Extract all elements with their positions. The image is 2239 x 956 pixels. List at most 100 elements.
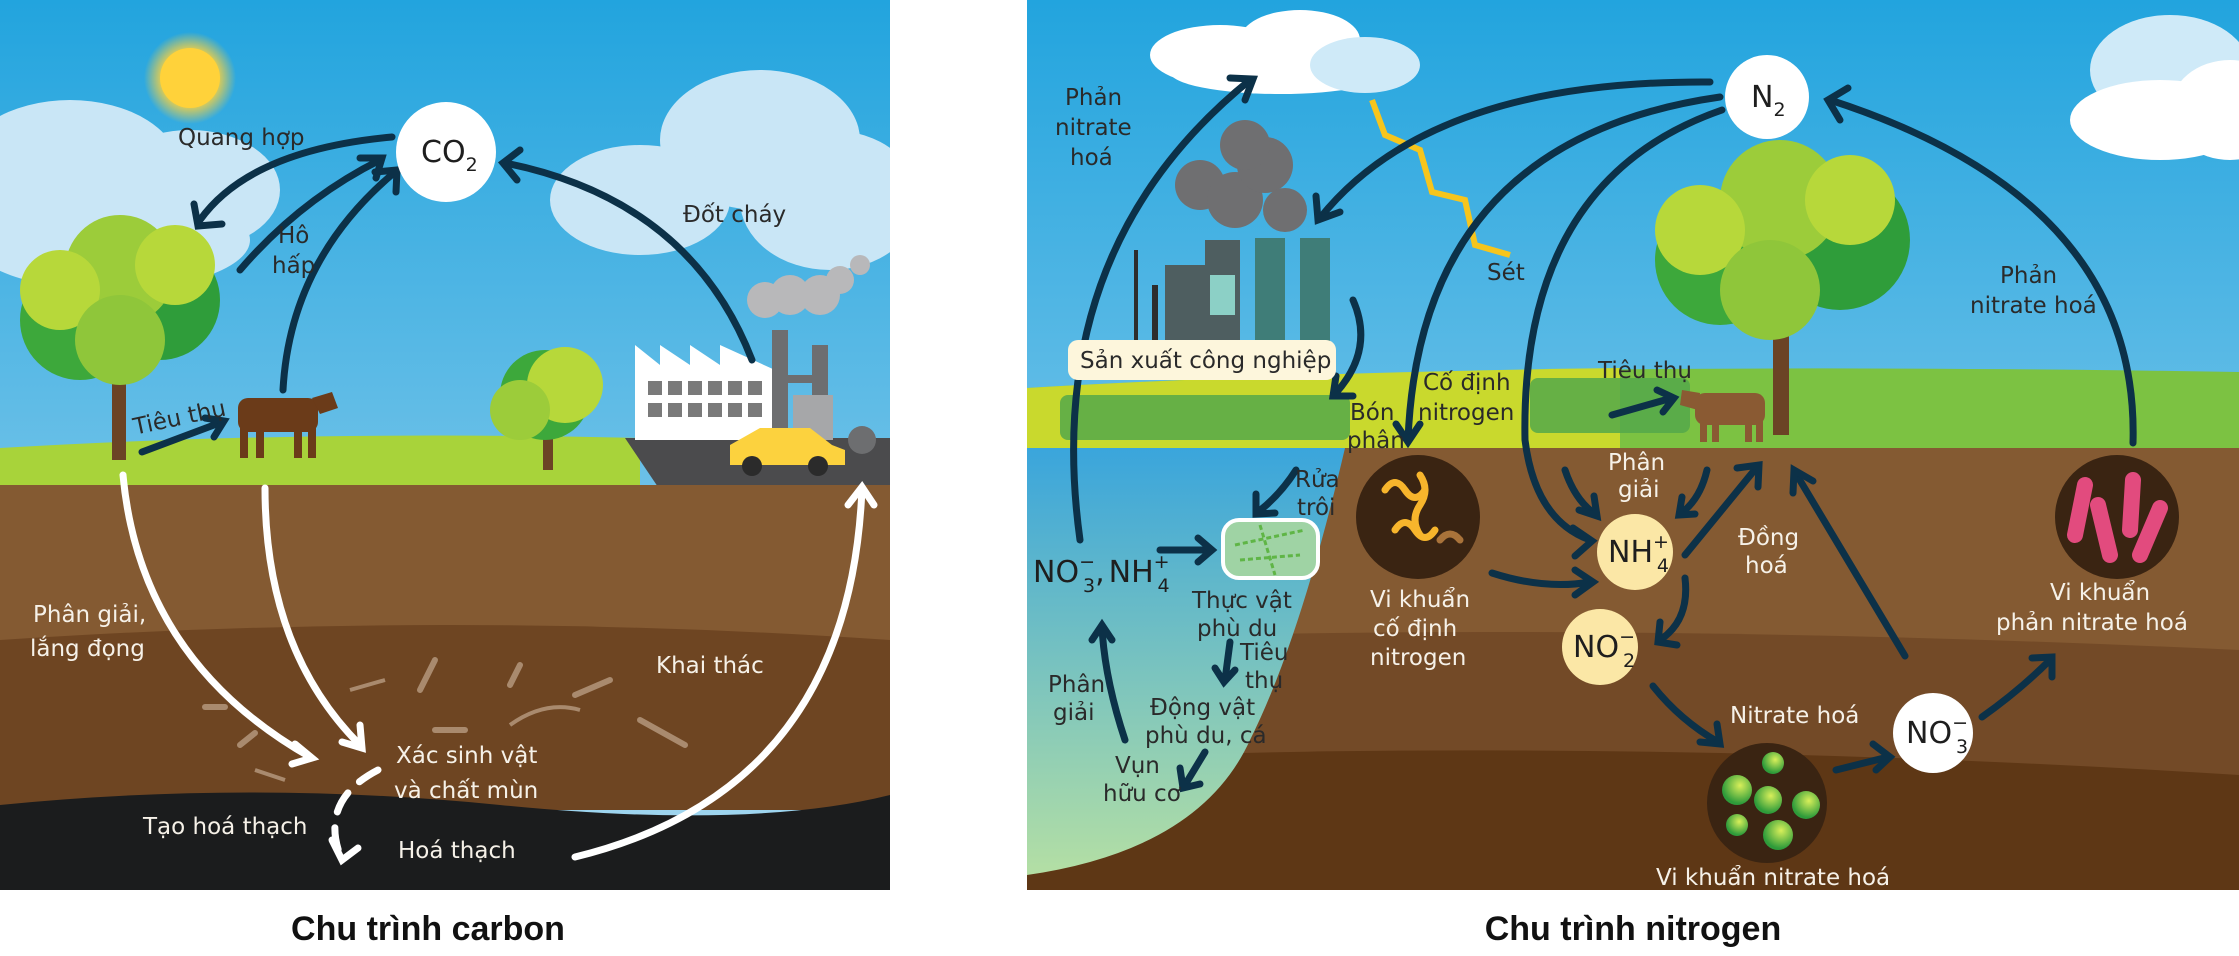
label-denitrifying-bacteria-2: phản nitrate hoá (1996, 610, 2188, 636)
label-detritus-2: hữu cơ (1103, 781, 1181, 807)
label-remains-2: và chất mùn (394, 778, 538, 804)
fossil-layer (0, 792, 890, 890)
arrow-no2-to-nitrifier (1649, 682, 1725, 748)
co2-label: CO2 (421, 135, 478, 176)
label-fixation-1: Cố định (1423, 370, 1511, 396)
svg-text:Sản xuất công nghiệp: Sản xuất công nghiệp (1080, 348, 1331, 374)
n2-node: N2 (1725, 55, 1809, 139)
label-lightning: Sét (1487, 260, 1525, 286)
label-combustion: Đốt cháy (683, 202, 786, 228)
arrow-respiration-animal (279, 166, 401, 394)
arrow-decomposition-right (1674, 466, 1711, 519)
smoke-icon (1175, 120, 1307, 232)
sun-icon (144, 32, 236, 124)
smoke-icon (747, 255, 870, 318)
label-decomposition-1: Phân giải, (33, 602, 146, 628)
crop-field-icon (1060, 378, 1690, 440)
svg-text:NO−2: NO−2 (1573, 626, 1635, 672)
fish-skeleton-icon (254, 678, 581, 782)
label-assimilation-2: hoá (1745, 553, 1788, 579)
water-ions-label: NO−3,NH+4 (1033, 551, 1170, 597)
label-remains-1: Xác sinh vật (396, 743, 537, 769)
label-decomposition-land-2: giải (1618, 477, 1659, 503)
label-nitrifying-bacteria: Vi khuẩn nitrate hoá (1656, 865, 1890, 891)
nh4-node: NH+4 (1597, 514, 1673, 590)
cow-icon (1680, 390, 1765, 442)
cow-icon (238, 392, 338, 458)
no3-node: NO−3 (1893, 693, 1973, 773)
label-fixing-bacteria-1: Vi khuẩn (1370, 587, 1470, 613)
arrow-decomposition-water (1088, 618, 1129, 744)
arrow-fixing-bacteria-to-nh4 (1488, 566, 1600, 599)
label-denitrification-right-1: Phản (2000, 263, 2057, 289)
carbon-cycle-caption: Chu trình carbon (291, 910, 565, 948)
label-decomposition-2: lắng đọng (30, 635, 145, 662)
bone-icon (202, 657, 688, 748)
arrow-n2-to-fixation (1392, 93, 1724, 449)
cloud-icon (550, 70, 890, 270)
label-fixing-bacteria-2: cố định (1373, 616, 1457, 642)
arrow-extraction (571, 481, 878, 861)
arrow-fossilization (328, 766, 382, 866)
tree-icon (20, 215, 220, 460)
arrow-decomposition (119, 471, 320, 768)
arrow-denitrification-left (1070, 74, 1258, 544)
soil-mid (0, 625, 890, 810)
label-denitrification-left-1: Phản (1065, 85, 1122, 111)
label-respiration-2: hấp (272, 253, 315, 279)
arrow-consumption (138, 414, 230, 456)
label-zooplankton-2: phù du, cá (1145, 723, 1267, 749)
label-consumption-water-1: Tiêu (1239, 640, 1288, 666)
co2-node: CO2 (396, 102, 496, 202)
label-photosynthesis: Quang hợp (178, 125, 305, 151)
cloud-icon (2070, 15, 2239, 160)
label-fossilization: Tạo hoá thạch (142, 814, 308, 840)
label-fixation-2: nitrogen (1418, 400, 1514, 426)
lightning-icon (1369, 98, 1511, 258)
svg-text:N2: N2 (1751, 80, 1786, 121)
label-consumption-land: Tiêu thụ (1597, 358, 1692, 384)
label-decomposition-land-1: Phân (1608, 450, 1665, 476)
label-extraction: Khai thác (656, 653, 764, 679)
nitrogen-cycle-caption: Chu trình nitrogen (1485, 910, 1782, 948)
phytoplankton-icon (1221, 518, 1320, 580)
arrow-assimilation-nh4 (1681, 460, 1763, 559)
label-decomposition-water-2: giải (1053, 700, 1094, 726)
label-respiration-1: Hô (278, 223, 309, 249)
arrow-to-detritus (1176, 748, 1209, 793)
label-assimilation-1: Đồng (1738, 525, 1799, 551)
label-fossil-fuel: Hoá thạch (398, 838, 516, 864)
label-denitrification-left-2: nitrate (1055, 115, 1132, 141)
label-fixing-bacteria-3: nitrogen (1370, 645, 1466, 671)
nitrogen-cycle-panel: N2 NH+4 NO−2 NO−3 NO−3,NH+4 Sản xuất côn… (1027, 0, 2239, 891)
car-icon (730, 426, 876, 476)
no2-node: NO−2 (1562, 609, 1638, 685)
label-phytoplankton-2: phù du (1197, 616, 1277, 642)
svg-text:NH+4: NH+4 (1608, 531, 1669, 577)
label-fertilizer-1: Bón (1350, 400, 1394, 426)
label-fertilizer-2: phân (1347, 428, 1405, 454)
label-phytoplankton-1: Thực vật (1191, 588, 1292, 614)
label-runoff-1: Rửa (1295, 467, 1340, 493)
arrow-combustion (497, 146, 756, 364)
soil-top (0, 485, 890, 645)
arrow-nitrifier-to-no3 (1832, 740, 1896, 774)
arrow-industry-to-field (1328, 296, 1365, 400)
industrial-production-label: Sản xuất công nghiệp (1068, 340, 1336, 380)
carbon-cycle-panel: CO2 Quang hợp Hô hấp Đốt cháy Tiêu thụ P… (0, 0, 890, 890)
label-nitrification: Nitrate hoá (1730, 703, 1859, 729)
nitrifying-bacteria-icon (1707, 743, 1827, 863)
fixing-bacteria-icon (1356, 455, 1480, 579)
label-runoff-2: trôi (1297, 495, 1335, 521)
arrow-assimilation-no3 (1789, 464, 1909, 660)
arrow-ions-to-phytoplankton (1156, 534, 1218, 566)
svg-text:NO−3: NO−3 (1906, 712, 1968, 758)
label-detritus-1: Vụn (1115, 753, 1160, 779)
arrow-decomposition-left (1561, 466, 1602, 522)
denitrifying-bacteria-icon (2055, 455, 2179, 579)
arrow-consumption-water (1211, 638, 1239, 688)
arrow-runoff (1252, 466, 1300, 518)
arrow-consumption-land (1608, 386, 1680, 419)
factory-icon (635, 330, 833, 440)
